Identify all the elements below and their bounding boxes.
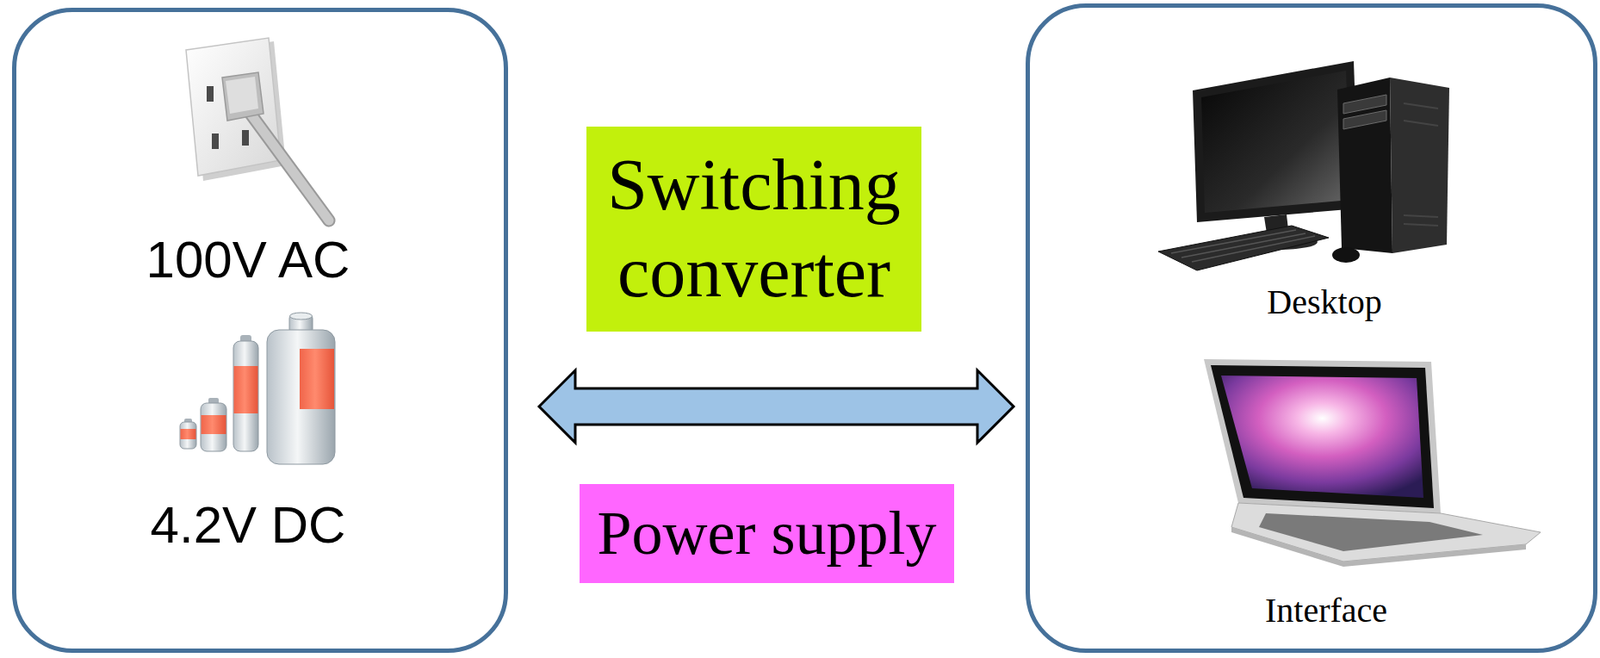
item-label: 4.2V DC [150, 499, 347, 552]
item-label: 100V AC [146, 234, 351, 286]
box-label: Power supply [597, 496, 937, 571]
laptop-icon-part [1258, 513, 1483, 552]
item-label: Desktop [1266, 285, 1382, 320]
outlet-icon-part [186, 37, 281, 176]
desktop-computer-icon-part [1192, 61, 1359, 223]
battery-icons [179, 312, 335, 465]
desktop-computer-icon-part [1171, 229, 1315, 262]
laptop-icon-part [1210, 365, 1434, 509]
desktop-computer-icon-part [1343, 94, 1387, 114]
outlet-icon-part [211, 133, 219, 149]
outlet-icon-part [206, 86, 214, 102]
desktop-computer-icon-part [1389, 77, 1450, 254]
battery-icons-part [234, 365, 259, 414]
desktop-computer-icon-part [1201, 70, 1351, 213]
battery-icons-part [200, 403, 227, 452]
laptop-icon-part [1221, 375, 1424, 498]
outlet-icon [186, 37, 329, 221]
outlet-icon-part [248, 110, 329, 221]
battery-icons-part [180, 428, 197, 440]
label-box: Switching converter [586, 126, 922, 332]
battery-icons-part [201, 415, 227, 435]
desktop-computer-icon-part [1337, 77, 1393, 254]
laptop-icon-part [1231, 527, 1526, 567]
laptop-icon-part [1203, 359, 1441, 514]
battery-icons-part [290, 312, 313, 320]
battery-icons-part [233, 341, 259, 452]
desktop-computer-icon [1158, 61, 1450, 271]
item-label: Interface [1265, 593, 1388, 628]
device-panel: DesktopInterface [1025, 3, 1598, 653]
battery-icons-part [266, 329, 335, 465]
laptop-icon [1203, 359, 1541, 567]
desktop-computer-icon-part [1343, 110, 1387, 130]
label-box: Power supply [579, 483, 955, 583]
outlet-icon-part [248, 110, 329, 221]
desktop-computer-icon-part [1403, 103, 1439, 226]
double-block-arrow [539, 370, 1014, 443]
outlet-icon-part [241, 130, 249, 146]
desktop-computer-icon-part [1158, 225, 1329, 271]
battery-icons-part [299, 348, 335, 410]
desktop-computer-icon-part [1332, 247, 1360, 263]
box-label: Switching converter [601, 142, 906, 317]
battery-icons-part [179, 421, 197, 449]
outlet-icon-part [222, 72, 264, 121]
source-panel: 100V AC 4.2V DC [12, 7, 509, 653]
outlet-icon-part [225, 76, 259, 114]
laptop-icon-part [1231, 502, 1541, 562]
